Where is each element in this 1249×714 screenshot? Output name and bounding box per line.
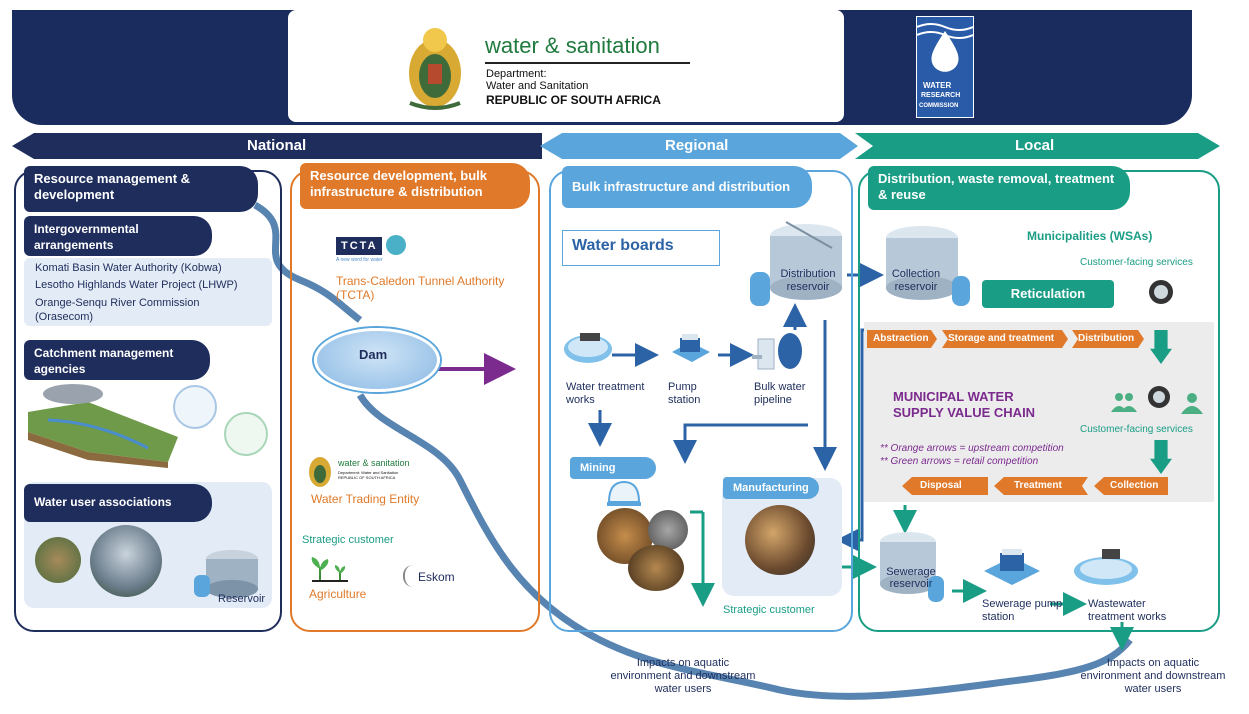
customer-services-mid: Customer-facing services — [1080, 424, 1193, 435]
water-boards-label: Water boards — [572, 237, 674, 254]
water-tank-photo — [90, 525, 162, 597]
wrc-line-2: RESEARCH — [921, 92, 961, 99]
dws-logo-card — [288, 10, 844, 122]
manufacturing-photo — [745, 505, 815, 575]
water-drop-icon — [916, 23, 974, 72]
manufacturing-title: Manufacturing — [723, 477, 819, 499]
chain-abstraction: Abstraction — [867, 330, 937, 348]
chain-collection: Collection — [1094, 477, 1168, 495]
wrc-line-3: COMMISSION — [919, 103, 959, 109]
scale-bar-national — [12, 133, 542, 159]
wte-logo-title: water & sanitation — [338, 458, 410, 468]
collection-reservoir-icon — [876, 214, 972, 310]
scale-bar-regional — [540, 133, 858, 159]
people-icon — [1180, 392, 1204, 414]
wte-name: Water Trading Entity — [311, 492, 420, 506]
agriculture-label: Agriculture — [309, 587, 367, 601]
scale-label-national: National — [247, 137, 307, 154]
scale-label-regional: Regional — [665, 137, 729, 154]
chain-storage: Storage and treatment — [942, 330, 1068, 348]
wte-coat-of-arms-icon — [306, 454, 334, 488]
water-boards-box — [562, 230, 720, 266]
reservoir-label: Reservoir — [218, 593, 266, 605]
intergov-title: Intergovernmental arrangements — [24, 216, 212, 256]
catchment-title: Catchment management agencies — [24, 340, 210, 380]
customer-services-top: Customer-facing services — [1080, 257, 1193, 268]
mining-photo-2 — [648, 510, 688, 550]
wtw-icon — [562, 325, 614, 367]
wte-logo-small: Department: Water and Sanitation REPUBLI… — [338, 470, 399, 480]
bulk-pipeline-label: Bulk water pipeline — [754, 381, 806, 406]
dept-title: water & sanitation — [485, 33, 660, 58]
regional-title: Bulk infrastructure and distribution — [562, 166, 812, 208]
local-title: Distribution, waste removal, treatment &… — [868, 166, 1130, 210]
pump-station-icon — [668, 330, 714, 370]
bulk-pipeline-icon — [750, 325, 806, 373]
chain-disposal: Disposal — [902, 477, 988, 495]
dam-label: Dam — [359, 347, 388, 362]
down-arrow-icon — [1150, 440, 1172, 474]
scale-label-local: Local — [1015, 137, 1055, 154]
farm-photo — [35, 537, 81, 583]
cma-logo-1 — [173, 385, 217, 429]
sewerage-pump-icon — [980, 545, 1044, 591]
sewerage-reservoir-icon — [872, 524, 948, 606]
down-arrow-icon — [1150, 330, 1172, 364]
chain-treatment: Treatment — [994, 477, 1088, 495]
intergov-item: Komati Basin Water Authority (Kobwa) — [35, 262, 222, 274]
intergov-item: Orange-Senqu River Commission (Orasecom) — [35, 297, 200, 323]
eskom-logo: Eskom — [418, 570, 455, 584]
reticulation-label: Reticulation — [982, 280, 1114, 308]
water-meter-icon — [1142, 384, 1176, 410]
wtw-label: Water treatment works — [566, 381, 645, 406]
impacts-left: Impacts on aquatic environment and downs… — [610, 657, 756, 695]
wrc-line-1: WATER — [923, 81, 952, 90]
eskom-logo-icon — [403, 565, 417, 587]
strategic-customer-label: Strategic customer — [302, 534, 394, 546]
pump-station-label: Pump station — [668, 381, 701, 406]
river-outflow — [356, 393, 1133, 700]
intergov-list-bg — [24, 258, 272, 326]
sewerage-reservoir-label: Sewerage reservoir — [886, 566, 936, 590]
national-title: Resource management & development — [24, 166, 258, 212]
wastewater-works-icon — [1072, 545, 1140, 587]
wastewater-works-label: Wastewater treatment works — [1088, 598, 1167, 623]
dept-divider — [485, 62, 690, 64]
regional-strategic-customer: Strategic customer — [723, 604, 815, 616]
people-icon — [1110, 390, 1138, 414]
intergov-item: Lesotho Highlands Water Project (LHWP) — [35, 279, 238, 291]
mining-photo-3 — [628, 545, 684, 591]
dept-line-2: Water and Sanitation — [486, 80, 589, 92]
chain-distribution: Distribution — [1072, 330, 1144, 348]
distribution-reservoir-label: Distribution reservoir — [780, 268, 836, 293]
sewerage-pump-label: Sewerage pump station — [982, 598, 1063, 623]
plant-icon — [308, 553, 352, 583]
coat-of-arms-icon — [400, 18, 470, 113]
water-meter-icon — [1143, 277, 1179, 307]
dam-ellipse — [314, 328, 440, 392]
dept-line-3: REPUBLIC OF SOUTH AFRICA — [486, 93, 661, 107]
distribution-reservoir-icon — [748, 210, 848, 310]
resource-dev-title: Resource development, bulk infrastructur… — [300, 163, 530, 209]
cma-logo-2 — [224, 412, 268, 456]
scale-bar-local — [855, 133, 1220, 159]
tcta-logo-text: TCTA — [341, 240, 378, 252]
collection-reservoir-label: Collection reservoir — [891, 268, 941, 293]
value-chain-title: MUNICIPAL WATER SUPPLY VALUE CHAIN — [893, 389, 1036, 420]
reservoir-icon — [192, 545, 262, 600]
municipalities-label: Municipalities (WSAs) — [1027, 229, 1153, 243]
tcta-name: Trans-Caledon Tunnel Authority (TCTA) — [336, 274, 505, 302]
dept-line-1: Department: — [486, 68, 547, 80]
impacts-right: Impacts on aquatic environment and downs… — [1080, 657, 1226, 695]
note-orange-arrows: ** Orange arrows = upstream competition — [880, 443, 1064, 454]
tcta-tagline: A new word for water — [336, 257, 383, 263]
mining-title: Mining — [570, 457, 656, 479]
helmet-icon — [605, 478, 643, 508]
wrc-logo: WATER RESEARCH COMMISSION — [916, 16, 974, 118]
note-green-arrows: ** Green arrows = retail competition — [880, 456, 1039, 467]
tcta-logo: TCTA A new word for water — [336, 233, 408, 263]
catchment-landscape-image — [28, 382, 178, 468]
wua-title: Water user associations — [24, 484, 212, 522]
